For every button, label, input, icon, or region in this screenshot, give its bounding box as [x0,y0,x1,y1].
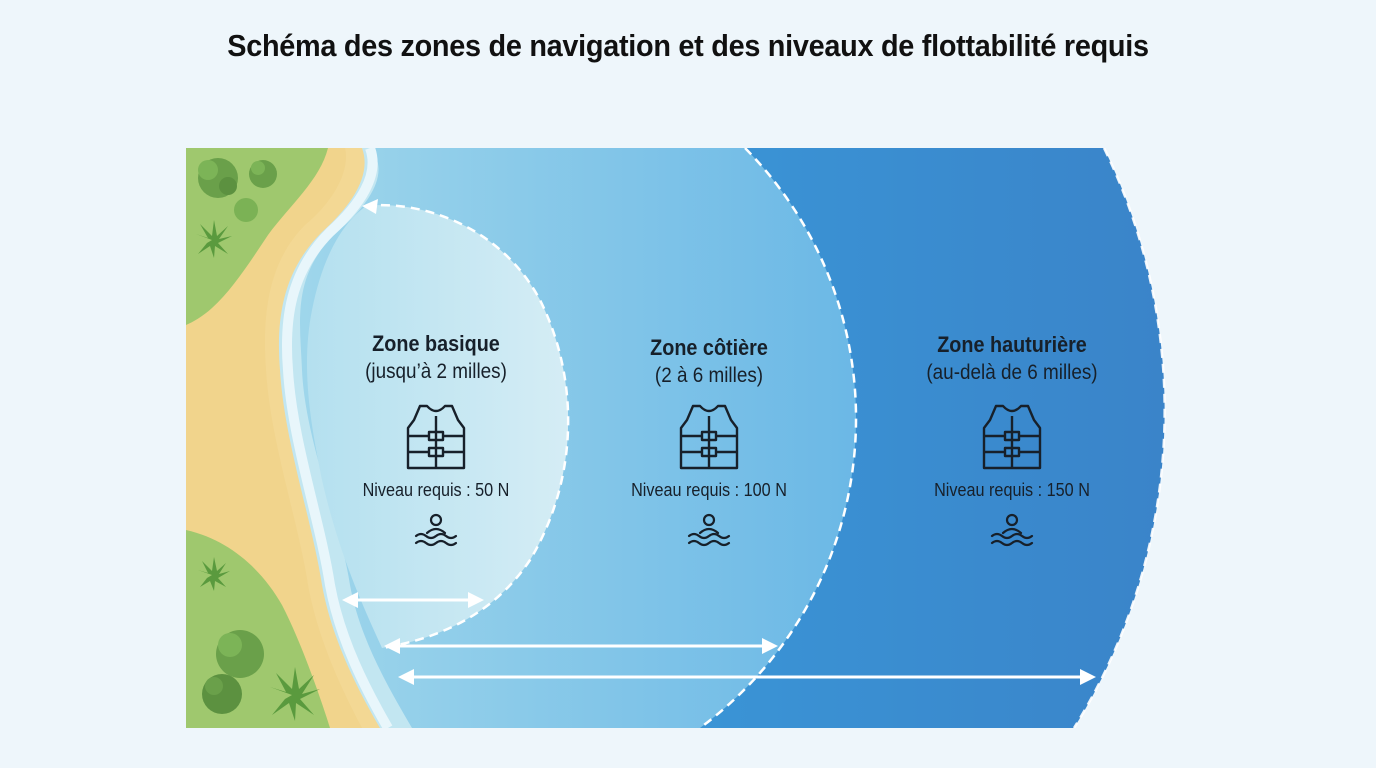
distance-arrow-basique [342,592,484,608]
swimmer-icon [990,513,1034,547]
page-title: Schéma des zones de navigation et des ni… [227,28,1149,63]
palm-icon [196,220,320,721]
bush-icon [198,158,277,714]
shoreline [281,148,393,728]
arrowhead-icon [362,199,378,214]
distance-arrow-hauturiere [398,669,1096,685]
zone-basique-level: Niveau requis : 50 N [362,480,510,500]
zone-cotiere-boundary [699,148,858,728]
swimmer-icon [414,513,458,547]
zone-hauturiere-label: Zone hauturière (au-delà de 6 milles) [904,331,1120,387]
distance-arrow-cotiere [384,638,778,654]
zone-basique-label: Zone basique (jusqu’à 2 milles) [328,330,544,386]
zone-hauturiere-level: Niveau requis : 150 N [934,480,1090,500]
zone-range: (au-delà de 6 milles) [926,361,1098,384]
life-jacket-icon [982,404,1042,470]
life-jacket-icon [406,404,466,470]
zone-cotiere-label: Zone côtière (2 à 6 milles) [601,334,817,390]
zone-basique-area [306,205,569,649]
zone-range: (jusqu’à 2 milles) [365,360,507,383]
swimmer-icon [687,513,731,547]
zone-basique-boundary [365,203,570,650]
zone-range: (2 à 6 milles) [654,364,764,387]
zone-cotiere-level: Niveau requis : 100 N [631,480,787,500]
zone-name: Zone hauturière [937,332,1087,357]
life-jacket-icon [679,404,739,470]
zone-name: Zone basique [372,331,500,356]
zone-hauturiere-boundary [1072,148,1166,728]
zone-name: Zone côtière [650,335,768,360]
